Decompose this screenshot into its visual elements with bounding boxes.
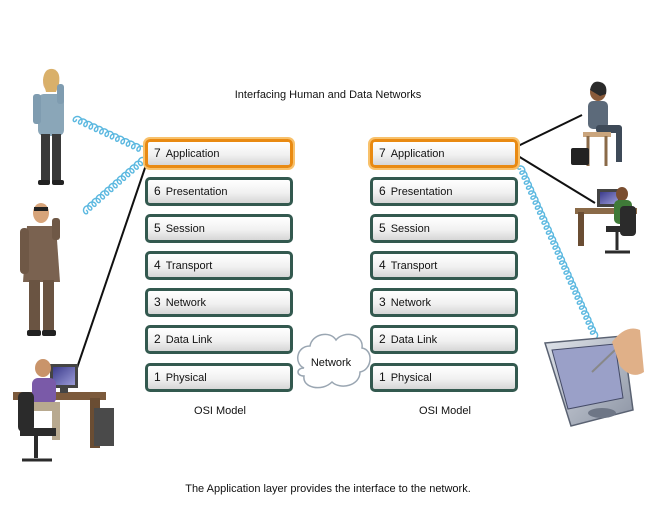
man-phone-icon: [20, 203, 60, 336]
layer-name: Application: [165, 148, 220, 160]
layer-name: Presentation: [165, 186, 228, 198]
diagram-caption: The Application layer provides the inter…: [185, 483, 471, 495]
left-layer-5: 5 Session: [145, 214, 293, 243]
layer-name: Data Link: [390, 334, 438, 346]
network-cloud-icon: [297, 333, 371, 389]
layer-number: 2: [379, 332, 386, 346]
desktop-user-icon: [13, 359, 114, 462]
wired-links: [76, 114, 596, 369]
layer-name: Application: [390, 148, 445, 160]
link-seated-woman: [517, 114, 583, 147]
layer-number: 4: [154, 258, 161, 272]
right-layer-4: 4 Transport: [370, 251, 518, 280]
layer-name: Session: [390, 223, 430, 235]
layer-name: Data Link: [165, 334, 213, 346]
layer-number: 1: [379, 370, 386, 384]
layer-name: Transport: [165, 260, 213, 272]
seated-woman-icon: [571, 81, 622, 166]
layer-number: 2: [154, 332, 161, 346]
layer-number: 4: [379, 258, 386, 272]
layer-number: 3: [154, 295, 161, 309]
left-stack-label: OSI Model: [194, 405, 246, 417]
desktop-user-icon: [575, 187, 637, 254]
left-layer-7: 7 Application: [145, 139, 293, 168]
right-layer-2: 2 Data Link: [370, 325, 518, 354]
pda-tablet-icon: [544, 328, 644, 427]
right-stack-label: OSI Model: [419, 405, 471, 417]
link-desktop-left: [76, 161, 148, 369]
right-layer-7: 7 Application: [370, 139, 518, 168]
diagram-title: Interfacing Human and Data Networks: [234, 89, 422, 101]
layer-name: Physical: [165, 372, 207, 384]
wireless-waves: [72, 115, 599, 339]
left-layer-1: 1 Physical: [145, 363, 293, 392]
layer-number: 7: [154, 146, 161, 160]
right-layer-1: 1 Physical: [370, 363, 518, 392]
left-layer-6: 6 Presentation: [145, 177, 293, 206]
layer-number: 6: [154, 184, 161, 198]
layer-number: 5: [379, 221, 386, 235]
layer-number: 5: [154, 221, 161, 235]
layer-name: Transport: [390, 260, 438, 272]
layer-name: Network: [165, 297, 207, 309]
layer-number: 6: [379, 184, 386, 198]
wave-man-phone: [82, 156, 146, 215]
right-layer-3: 3 Network: [370, 288, 518, 317]
left-layer-3: 3 Network: [145, 288, 293, 317]
wave-pda: [516, 165, 599, 339]
layer-name: Session: [165, 223, 205, 235]
layer-name: Presentation: [390, 186, 453, 198]
left-layer-4: 4 Transport: [145, 251, 293, 280]
cloud-label: Network: [310, 357, 352, 369]
right-layer-5: 5 Session: [370, 214, 518, 243]
right-layer-6: 6 Presentation: [370, 177, 518, 206]
wave-woman-phone: [72, 115, 147, 152]
layer-name: Network: [390, 297, 432, 309]
left-layer-2: 2 Data Link: [145, 325, 293, 354]
layer-number: 7: [379, 146, 386, 160]
woman-phone-icon: [33, 68, 64, 185]
layer-number: 3: [379, 295, 386, 309]
layer-name: Physical: [390, 372, 432, 384]
layer-number: 1: [154, 370, 161, 384]
link-desktop-right: [517, 155, 596, 204]
